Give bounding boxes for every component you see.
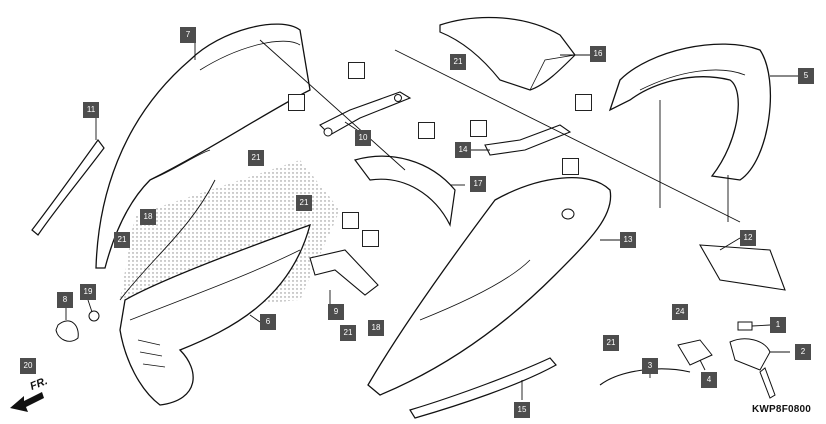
- leader-lines: [65, 39, 800, 400]
- callout-9: 9: [328, 304, 344, 320]
- reference-box: [562, 158, 579, 175]
- grab-rail-5: [608, 43, 771, 181]
- callout-18-b: 18: [368, 320, 384, 336]
- side-cover-13: [367, 177, 612, 396]
- callout-8: 8: [57, 292, 73, 308]
- callout-4: 4: [701, 372, 717, 388]
- key-2: [759, 367, 776, 399]
- rear-upper-cover-16: [439, 16, 576, 91]
- callout-14: 14: [455, 142, 471, 158]
- callout-1: 1: [770, 317, 786, 333]
- inner-trim-17: [353, 155, 456, 227]
- callout-21-b: 21: [114, 232, 130, 248]
- callout-20: 20: [20, 358, 36, 374]
- cable-holder-8: [55, 320, 79, 342]
- callout-5: 5: [798, 68, 814, 84]
- callout-3: 3: [642, 358, 658, 374]
- callout-12: 12: [740, 230, 756, 246]
- callout-6: 6: [260, 314, 276, 330]
- callout-13: 13: [620, 232, 636, 248]
- cable-3: [599, 368, 691, 386]
- callout-17: 17: [470, 176, 486, 192]
- callout-11: 11: [83, 102, 99, 118]
- callout-18-a: 18: [140, 209, 156, 225]
- callout-15: 15: [514, 402, 530, 418]
- bracket-14: [484, 124, 572, 156]
- reference-box: [362, 230, 379, 247]
- reference-box: [288, 94, 305, 111]
- trim-strip-11: [31, 138, 105, 236]
- callout-19: 19: [80, 284, 96, 300]
- key-cylinder-2: [729, 338, 771, 371]
- reference-box: [418, 122, 435, 139]
- callout-21-a: 21: [248, 150, 264, 166]
- reference-box: [575, 94, 592, 111]
- diagram-code: KWP8F0800: [752, 404, 812, 415]
- callout-10: 10: [355, 130, 371, 146]
- callout-21-d: 21: [450, 54, 466, 70]
- bracket-4: [677, 339, 713, 366]
- grommet-19: [88, 310, 100, 322]
- callout-2: 2: [795, 344, 811, 360]
- callout-16: 16: [590, 46, 606, 62]
- front-cover-7: [95, 23, 311, 269]
- clip-1: [737, 321, 753, 331]
- reference-box: [348, 62, 365, 79]
- lower-front-cover-6: [119, 223, 311, 406]
- callout-21-c: 21: [296, 195, 312, 211]
- reference-box: [342, 212, 359, 229]
- callout-21-e: 21: [340, 325, 356, 341]
- callout-7: 7: [180, 27, 196, 43]
- reference-box: [470, 120, 487, 137]
- callout-21-f: 21: [603, 335, 619, 351]
- floor-strip-15: [409, 357, 557, 419]
- bracket-9: [309, 249, 379, 296]
- callout-24: 24: [672, 304, 688, 320]
- plate-12: [699, 244, 786, 291]
